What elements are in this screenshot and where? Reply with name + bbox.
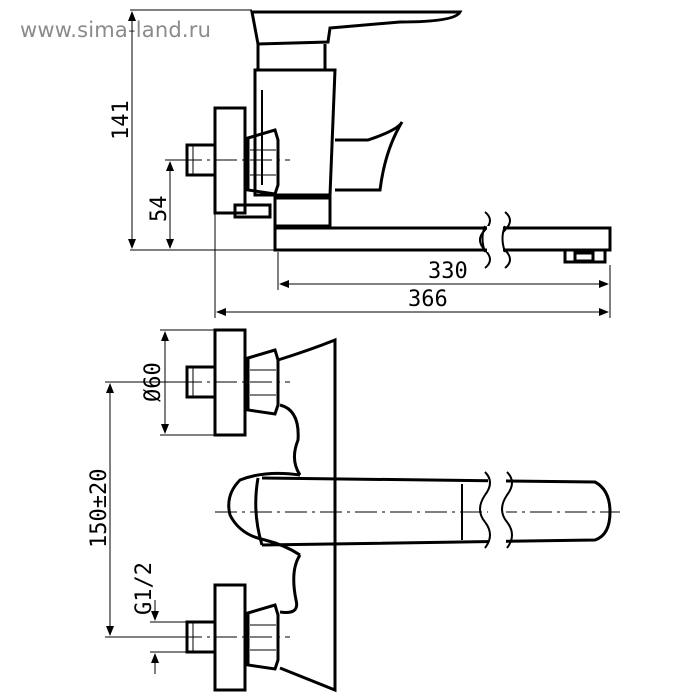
handle-lever xyxy=(250,10,463,46)
dim-141: 141 xyxy=(109,100,134,140)
site-watermark: www.sima-land.ru xyxy=(20,18,212,42)
dim-366: 366 xyxy=(408,287,448,312)
side-view: 141 54 330 366 xyxy=(109,9,612,318)
dim-330: 330 xyxy=(428,259,468,284)
dim-150-20: 150±20 xyxy=(87,469,112,548)
top-handle xyxy=(227,471,301,557)
spout xyxy=(273,226,612,252)
diverter-knob xyxy=(335,121,404,192)
mixer-body xyxy=(277,337,337,693)
dim-54: 54 xyxy=(147,196,172,223)
break-mark xyxy=(479,211,491,269)
lower-nut xyxy=(246,603,280,671)
dim-thread-g12: G1/2 xyxy=(132,562,157,615)
valve-body xyxy=(256,44,327,72)
hex-nut xyxy=(246,128,280,196)
top-view: Ø60 150±20 G1/2 xyxy=(87,328,620,693)
top-break-mark xyxy=(479,471,491,549)
upper-nut xyxy=(246,348,280,416)
